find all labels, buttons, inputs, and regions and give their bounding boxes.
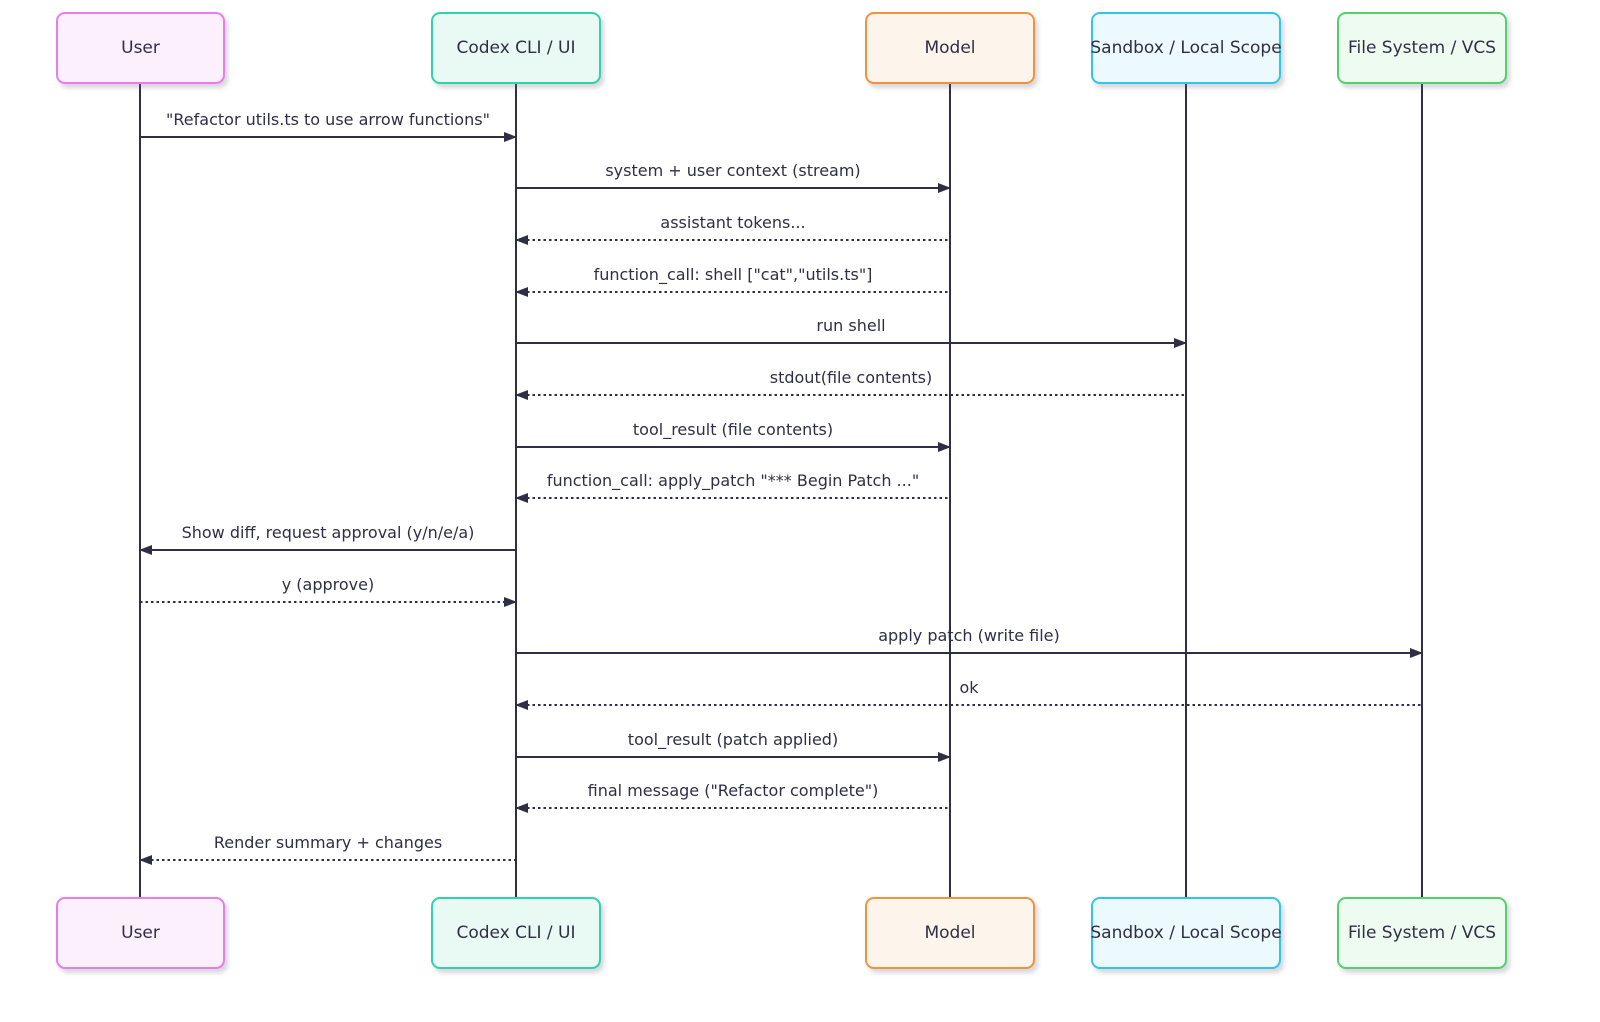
arrowhead-right-icon [938, 752, 951, 762]
message-label: assistant tokens... [660, 213, 806, 232]
actor-top-sandbox: Sandbox / Local Scope [1090, 12, 1282, 84]
actor-label: Sandbox / Local Scope [1090, 38, 1282, 58]
message-label: y (approve) [281, 575, 375, 594]
arrowhead-right-icon [938, 442, 951, 452]
message-label: function_call: shell ["cat","utils.ts"] [593, 265, 873, 284]
message-line [140, 132, 517, 142]
message-label: system + user context (stream) [605, 161, 861, 180]
arrowhead-left-icon [515, 390, 528, 400]
message-line [515, 235, 950, 245]
actor-top-codex: Codex CLI / UI [431, 12, 601, 84]
arrowhead-right-icon [504, 132, 517, 142]
arrowhead-left-icon [515, 287, 528, 297]
lifeline-user [139, 84, 141, 897]
message-line [515, 390, 1186, 400]
message-ok: ok [515, 678, 1422, 710]
arrowhead-left-icon [515, 700, 528, 710]
message-line [515, 493, 950, 503]
message-label: Show diff, request approval (y/n/e/a) [181, 523, 475, 542]
actor-label: User [121, 923, 160, 943]
message-line [515, 287, 950, 297]
arrowhead-right-icon [1410, 648, 1423, 658]
actor-top-user: User [56, 12, 225, 84]
lifeline-codex [515, 84, 517, 897]
message-line [140, 597, 517, 607]
actor-label: Codex CLI / UI [456, 923, 576, 943]
message-label: apply patch (write file) [878, 626, 1060, 645]
message-line [139, 545, 516, 555]
actor-label: User [121, 38, 160, 58]
message-line [516, 648, 1423, 658]
actor-label: Codex CLI / UI [456, 38, 576, 58]
message-label: tool_result (file contents) [632, 420, 834, 439]
message-line [516, 338, 1187, 348]
message-function-call-shell: function_call: shell ["cat","utils.ts"] [515, 265, 950, 297]
arrowhead-left-icon [515, 493, 528, 503]
message-line [515, 803, 950, 813]
arrowhead-left-icon [139, 545, 152, 555]
actor-top-fs: File System / VCS [1337, 12, 1507, 84]
message-label: run shell [816, 316, 886, 335]
message-line [139, 855, 516, 865]
arrowhead-right-icon [504, 597, 517, 607]
message-label: function_call: apply_patch "*** Begin Pa… [546, 471, 920, 490]
arrowhead-left-icon [139, 855, 152, 865]
message-line [516, 442, 951, 452]
lifeline-model [949, 84, 951, 897]
actor-label: File System / VCS [1347, 38, 1497, 58]
lifeline-fs [1421, 84, 1423, 897]
message-stdout: stdout(file contents) [515, 368, 1186, 400]
arrowhead-right-icon [1174, 338, 1187, 348]
actor-bottom-fs: File System / VCS [1337, 897, 1507, 969]
actor-label: File System / VCS [1347, 923, 1497, 943]
message-label: Render summary + changes [213, 833, 443, 852]
message-line [515, 700, 1422, 710]
actor-bottom-sandbox: Sandbox / Local Scope [1090, 897, 1282, 969]
message-tool-result-file: tool_result (file contents) [516, 420, 951, 452]
actor-bottom-codex: Codex CLI / UI [431, 897, 601, 969]
message-approve: y (approve) [140, 575, 517, 607]
message-tool-result-patch: tool_result (patch applied) [516, 730, 951, 762]
arrowhead-left-icon [515, 803, 528, 813]
message-line [516, 752, 951, 762]
actor-top-model: Model [865, 12, 1035, 84]
actor-bottom-model: Model [865, 897, 1035, 969]
actor-label: Model [924, 923, 976, 943]
message-user-prompt: "Refactor utils.ts to use arrow function… [140, 110, 517, 142]
actor-label: Sandbox / Local Scope [1090, 923, 1282, 943]
message-show-diff: Show diff, request approval (y/n/e/a) [139, 523, 516, 555]
actor-label: Model [924, 38, 976, 58]
arrowhead-right-icon [938, 183, 951, 193]
message-system-user-context: system + user context (stream) [516, 161, 951, 193]
message-line [516, 183, 951, 193]
message-final-message: final message ("Refactor complete") [515, 781, 950, 813]
message-run-shell: run shell [516, 316, 1187, 348]
message-render-summary: Render summary + changes [139, 833, 516, 865]
message-label: ok [959, 678, 979, 697]
message-assistant-tokens: assistant tokens... [515, 213, 950, 245]
message-label: "Refactor utils.ts to use arrow function… [166, 110, 490, 129]
lifeline-sandbox [1185, 84, 1187, 897]
actor-bottom-user: User [56, 897, 225, 969]
message-label: stdout(file contents) [769, 368, 933, 387]
arrowhead-left-icon [515, 235, 528, 245]
message-apply-patch: apply patch (write file) [516, 626, 1423, 658]
message-label: tool_result (patch applied) [627, 730, 839, 749]
message-function-call-apply-patch: function_call: apply_patch "*** Begin Pa… [515, 471, 950, 503]
message-label: final message ("Refactor complete") [587, 781, 879, 800]
